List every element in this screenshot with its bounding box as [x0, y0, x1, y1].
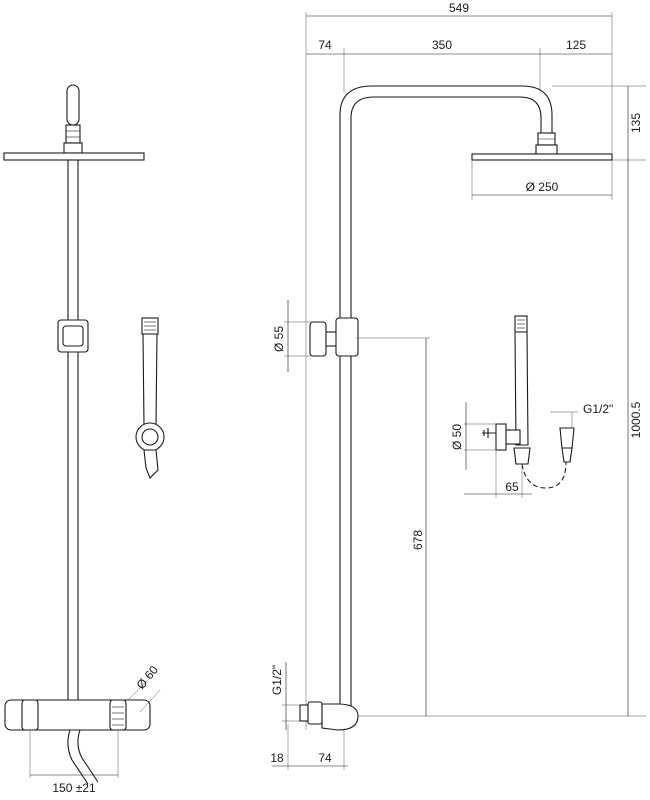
front-arm-connector — [65, 124, 81, 144]
inlet-thread-label: G1/2" — [270, 665, 284, 695]
side-shower-arm-inner — [350, 96, 542, 708]
side-inlet-nut — [299, 704, 309, 722]
side-holder-screw — [482, 428, 496, 438]
front-mixer-left-knob — [21, 699, 39, 731]
front-head-nut — [63, 142, 83, 154]
front-hand-shower-handle — [142, 333, 158, 426]
side-holder-wall-plate — [495, 423, 507, 451]
mixer-centres-label: 150 ±21 — [52, 781, 96, 795]
total-width-label: 549 — [449, 1, 469, 15]
side-view: 549 74 350 125 135 Ø 250 Ø 55 — [270, 1, 646, 770]
side-mixer-connector — [307, 701, 323, 725]
arm-height-label: 135 — [629, 113, 643, 133]
side-shower-arm-outer — [339, 85, 553, 708]
front-spout — [67, 729, 89, 785]
side-wall-bracket — [309, 321, 327, 357]
head-offset-label: 125 — [566, 38, 586, 52]
arm-length-label: 350 — [432, 38, 452, 52]
valve-diameter-label: Ø 60 — [134, 663, 162, 692]
head-diameter-label: Ø 250 — [526, 180, 559, 194]
overall-height-label: 1000.5 — [629, 401, 643, 438]
side-mixer-body — [321, 703, 359, 731]
side-slide-clamp — [335, 317, 359, 357]
bottom-offset-label: 18 — [270, 751, 284, 765]
side-holder-nut — [513, 447, 531, 465]
front-mixer-right-knob — [109, 699, 127, 731]
front-shower-head — [3, 152, 145, 161]
side-holder-arm — [505, 429, 521, 445]
holder-depth-label: 65 — [505, 480, 519, 494]
hose-thread-label: G1/2" — [583, 402, 613, 416]
side-hose-nut — [559, 427, 575, 449]
side-hose — [521, 461, 567, 489]
mixer-depth-label: 74 — [318, 751, 332, 765]
front-view: Ø 60 150 ±21 — [3, 84, 165, 795]
bar-height-label: 678 — [411, 530, 425, 550]
top-offset-label: 74 — [318, 38, 332, 52]
front-hose-connector — [143, 449, 159, 479]
front-arm-tip — [66, 84, 80, 126]
side-hand-shower-handle — [514, 331, 529, 446]
side-shower-head — [471, 153, 613, 161]
holder-diameter-label: Ø 50 — [450, 424, 464, 450]
bracket-diameter-label: Ø 55 — [272, 326, 286, 352]
